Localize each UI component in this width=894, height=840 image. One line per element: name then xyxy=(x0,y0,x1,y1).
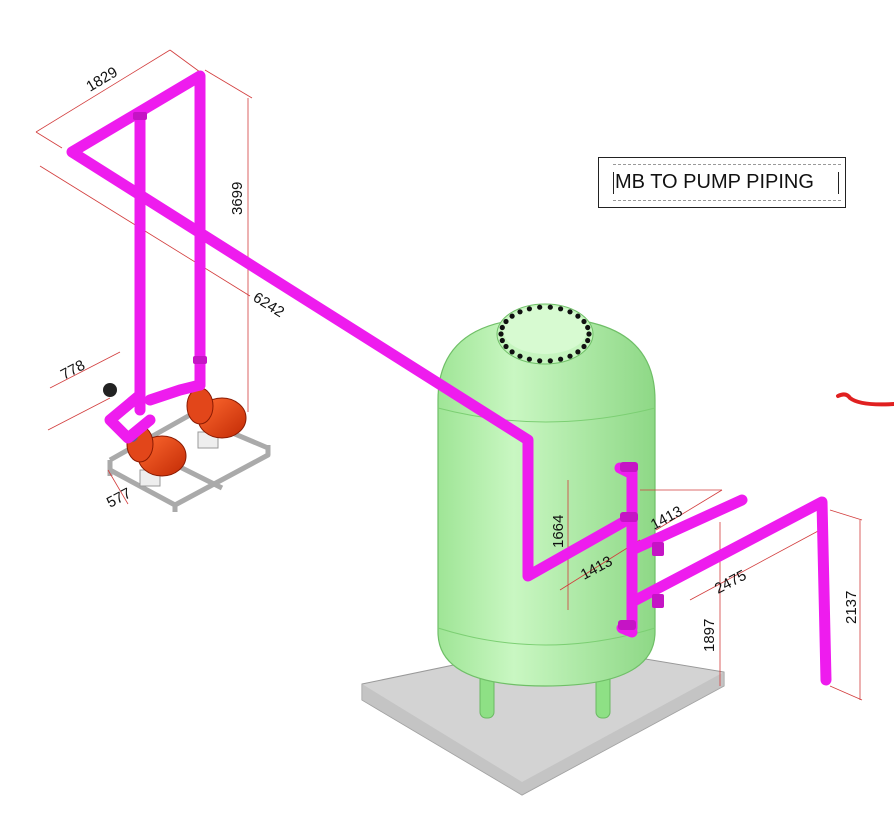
dim-label-3699: 3699 xyxy=(229,182,246,215)
manway-bolt xyxy=(585,324,591,331)
manway-bolt xyxy=(567,309,573,315)
manway-bolt xyxy=(575,349,581,355)
manway-bolt xyxy=(498,331,504,337)
manway-bolt-ring xyxy=(498,304,592,364)
manway-bolt xyxy=(558,356,564,362)
dim-label-6242: 6242 xyxy=(250,289,287,321)
manway-bolt xyxy=(526,306,533,312)
manway-bolt xyxy=(547,358,553,364)
pressure-vessel xyxy=(437,303,656,687)
pump-1 xyxy=(126,425,187,477)
manway-bolt xyxy=(499,324,505,331)
manway-bolt xyxy=(517,309,523,315)
dim-label-2137: 2137 xyxy=(843,591,860,624)
manway-bolt xyxy=(499,337,505,344)
dim-label-1829: 1829 xyxy=(83,64,120,96)
manway-bolt xyxy=(509,349,515,355)
manway-bolt xyxy=(517,353,523,359)
manway-bolt xyxy=(509,313,515,319)
markup-stroke xyxy=(836,392,894,407)
manway-bolt xyxy=(581,318,587,325)
manway-bolt xyxy=(581,343,587,350)
manway-bolt xyxy=(575,313,581,319)
dim-label-2475: 2475 xyxy=(712,567,749,598)
manway-bolt xyxy=(585,337,591,344)
manway-bolt xyxy=(537,358,543,364)
manway-bolt xyxy=(558,306,564,312)
dim-label-1897: 1897 xyxy=(701,619,718,652)
valve-handwheel xyxy=(103,383,117,397)
manway-bolt xyxy=(537,304,543,310)
pipe-flanges xyxy=(133,112,664,630)
manway-bolt xyxy=(567,353,573,359)
dim-label-577: 577 xyxy=(104,485,134,512)
dim-label-1664: 1664 xyxy=(550,515,567,548)
drawing-title: MB TO PUMP PIPING xyxy=(615,171,814,193)
dim-label-778: 778 xyxy=(58,357,88,384)
manway-bolt xyxy=(547,304,553,310)
manway-bolt xyxy=(503,318,509,325)
pump-2 xyxy=(186,387,247,439)
manway-bolt xyxy=(526,356,533,362)
process-piping xyxy=(66,70,832,686)
title-block: MB TO PUMP PIPING xyxy=(598,157,846,208)
manway-bolt xyxy=(503,343,509,350)
manway-bolt xyxy=(586,331,592,337)
